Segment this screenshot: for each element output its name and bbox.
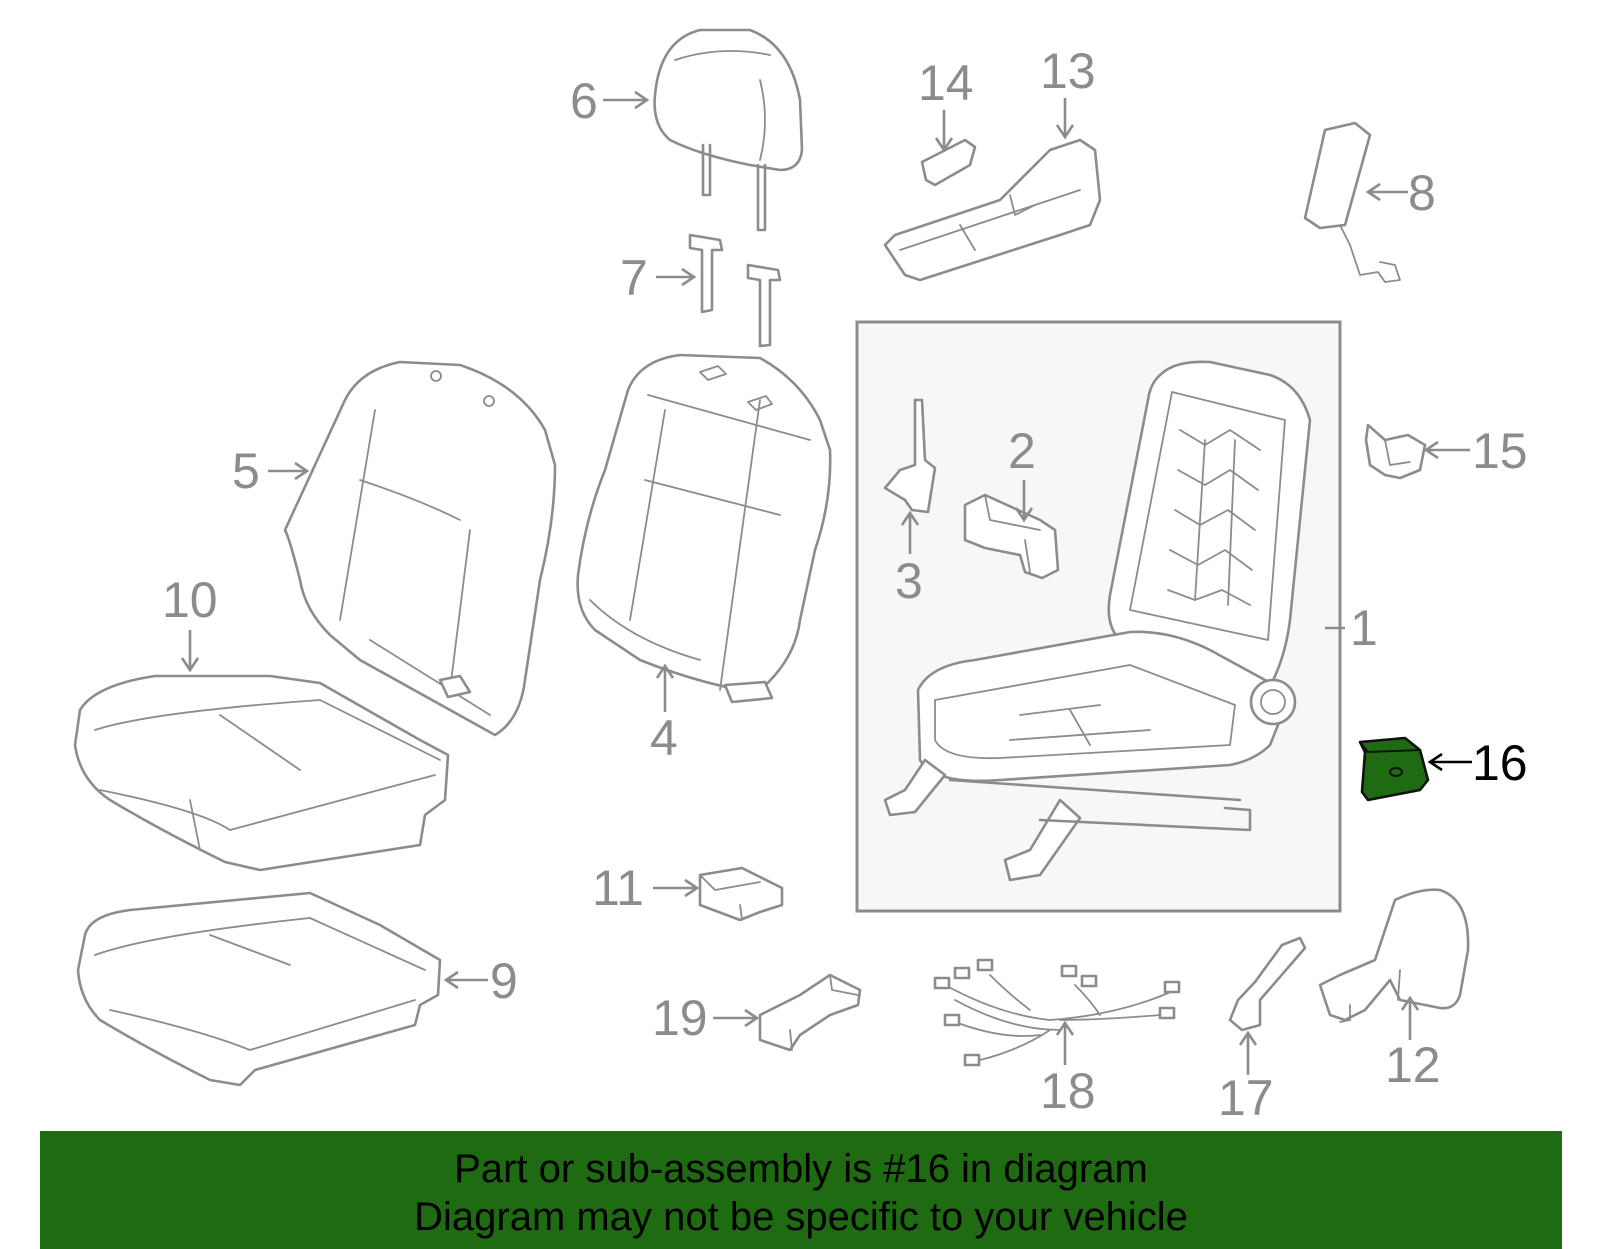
callout-16: 16 [1472,735,1528,791]
callout-19: 19 [652,990,708,1046]
part-5-seatback-pad[interactable] [283,360,557,737]
callout-6: 6 [570,73,598,129]
callout-10: 10 [162,572,218,628]
callout-13: 13 [1040,43,1096,99]
part-1-seat-frame[interactable] [883,360,1312,882]
callout-2: 2 [1008,423,1036,479]
part-14-knob[interactable] [920,138,977,187]
part-9-cushion-pad[interactable] [76,891,442,1087]
part-12-side-shield[interactable] [1318,888,1470,1023]
part-16-highlighted-cover[interactable] [1358,736,1430,802]
callout-15: 15 [1472,423,1528,479]
callout-17: 17 [1218,1070,1274,1126]
banner-line-2: Diagram may not be specific to your vehi… [414,1195,1188,1239]
callout-11: 11 [592,860,644,916]
callout-4: 4 [650,710,678,766]
callout-14: 14 [918,55,974,111]
callout-1: 1 [1350,600,1378,656]
callout-18: 18 [1040,1063,1096,1119]
part-17-bracket[interactable] [1228,936,1307,1032]
callout-9: 9 [490,953,518,1009]
part-8-side-airbag[interactable] [1303,121,1401,283]
callout-7: 7 [620,250,648,306]
info-banner: Part or sub-assembly is #16 in diagram D… [40,1131,1562,1249]
part-4-seatback-cover[interactable] [576,353,832,704]
part-18-wire-harness[interactable] [933,958,1181,1067]
part-10-cushion-cover[interactable] [73,674,450,872]
part-19-connector-bracket[interactable] [758,973,862,1052]
part-15-clip[interactable] [1364,423,1427,480]
part-2-bracket[interactable] [963,493,1060,580]
callout-8: 8 [1408,165,1436,221]
callout-12: 12 [1385,1037,1441,1093]
part-7-headrest-guide[interactable] [688,233,782,348]
part-11-cover[interactable] [698,866,784,922]
banner-line-1: Part or sub-assembly is #16 in diagram [454,1147,1148,1191]
part-3-clip[interactable] [883,398,937,514]
part-13-recliner-cover[interactable] [883,138,1102,282]
parts-diagram: 1 2 3 4 5 6 7 [73,28,1528,1126]
part-6-headrest[interactable] [653,28,804,232]
callout-5: 5 [232,443,260,499]
callout-3: 3 [895,553,923,609]
